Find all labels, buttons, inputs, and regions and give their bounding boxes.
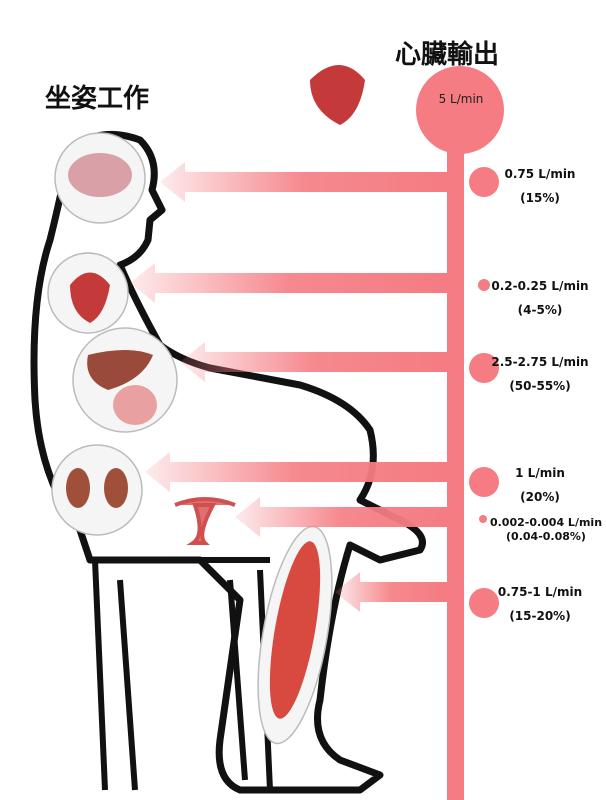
flow-label-muscle: 0.75-1 L/min (15-20%) [485, 584, 595, 624]
flow-dots [469, 167, 499, 618]
flow-percent: (15-20%) [509, 609, 571, 623]
flow-dot [469, 588, 499, 618]
flow-percent: (20%) [520, 490, 560, 504]
flow-percent: (50-55%) [509, 379, 571, 393]
flow-label-liver: 2.5-2.75 L/min (50-55%) [485, 354, 595, 394]
flow-label-uterus: 0.002-0.004 L/min(0.04-0.08%) [485, 516, 606, 544]
flow-dot [469, 353, 499, 383]
kidney-circle [51, 444, 143, 536]
branches [130, 162, 447, 612]
muscle-icon [269, 541, 321, 719]
cardiac-output-circle [416, 66, 504, 154]
flow-value: 2.5-2.75 L/min [491, 355, 589, 369]
flow-value: 1 L/min [515, 466, 565, 480]
title-left: 坐姿工作 [45, 84, 150, 114]
flow-dot [469, 467, 499, 497]
person-silhouette [30, 130, 426, 794]
flow-percent: (4-5%) [517, 303, 563, 317]
branch-uterus [235, 497, 447, 537]
flow-value: 0.75 L/min [504, 167, 576, 181]
uterus-icon [174, 497, 236, 545]
branch-brain [160, 162, 447, 202]
flow-label-heart: 0.2-0.25 L/min (4-5%) [485, 278, 595, 318]
branch-heart [130, 263, 447, 303]
flow-label-kidney: 1 L/min (20%) [485, 465, 595, 505]
cardiac-output-value: 5 L/min [438, 92, 484, 106]
flow-value: 0.002-0.004 L/min [489, 516, 603, 529]
flow-percent: (0.04-0.08%) [506, 530, 586, 543]
liver-icon [87, 350, 153, 390]
kidney-icon [104, 468, 128, 508]
chair [92, 557, 273, 791]
flow-dot [478, 279, 490, 291]
intestines-icon [113, 385, 157, 425]
title-right: 心臟輸出 [395, 40, 500, 70]
flow-label-brain: 0.75 L/min (15%) [485, 166, 595, 206]
flow-value: 0.75-1 L/min [497, 585, 583, 599]
aorta-trunk [447, 110, 464, 800]
branch-liver [180, 342, 447, 382]
flow-dot [469, 167, 499, 197]
heart-icon [70, 272, 110, 323]
flow-dot [479, 515, 487, 523]
flow-percent: (15%) [520, 191, 560, 205]
branch-muscle [335, 572, 447, 612]
kidney-icon [66, 468, 90, 508]
brain-icon [68, 153, 132, 197]
branch-kidney [145, 452, 447, 492]
cardiac-heart-icon [310, 65, 365, 125]
flow-value: 0.2-0.25 L/min [491, 279, 589, 293]
